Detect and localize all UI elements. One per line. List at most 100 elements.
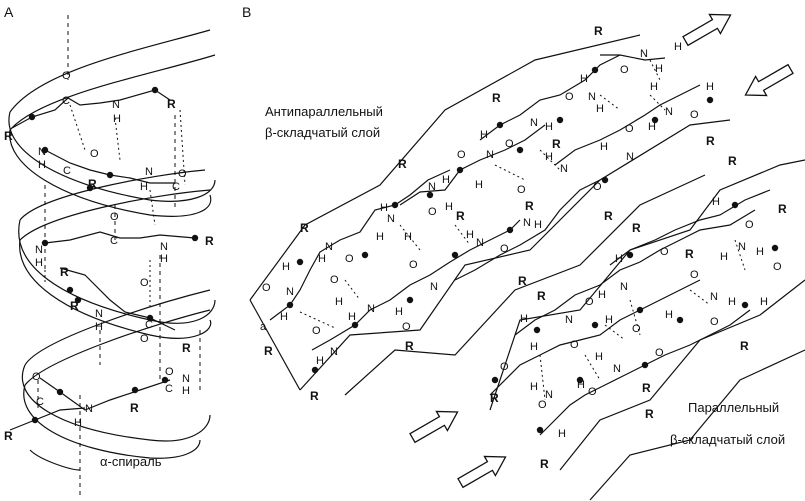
arrow-up-right-icon (457, 455, 507, 489)
atom-h: H (38, 159, 46, 171)
r-group: R (456, 209, 465, 223)
atom-h: H (376, 231, 384, 243)
atom-h: H (113, 113, 121, 125)
atom-h: H (577, 379, 585, 391)
helix-alpha-carbons (28, 86, 199, 424)
atom-n: N (560, 163, 568, 175)
atom-h: H (648, 121, 656, 133)
atom-n: N (588, 91, 596, 103)
r-group: R (537, 289, 546, 303)
atom-h: H (720, 251, 728, 263)
atom-n: N (476, 237, 484, 249)
atom-n: N (626, 151, 634, 163)
atom-o: O (625, 123, 634, 135)
atom-h: H (380, 202, 388, 214)
atom-c: C (172, 181, 180, 193)
atom-n: N (38, 146, 46, 158)
atom-n: N (35, 244, 43, 256)
r-group: R (552, 137, 561, 151)
helix-axis-dashed-lines (37, 15, 201, 498)
atom-n: N (286, 286, 294, 298)
atom-o: O (409, 259, 418, 271)
r-group: R (88, 177, 97, 191)
atom-n: N (387, 213, 395, 225)
panel-a-alpha-helix: A (4, 4, 216, 498)
atom-o: O (660, 246, 669, 258)
atom-o: O (593, 181, 602, 193)
atom-c: C (36, 396, 44, 408)
atom-o: O (632, 323, 641, 335)
atom-n: N (85, 403, 93, 415)
antiparallel-label-line2: β-складчатый слой (265, 125, 380, 140)
atom-n: N (325, 241, 333, 253)
atom-h: H (558, 428, 566, 440)
sheet-alpha-carbons (286, 66, 779, 434)
r-group: R (405, 339, 414, 353)
atom-h: H (580, 73, 588, 85)
atom-n: N (613, 363, 621, 375)
r-group: R (167, 97, 176, 111)
atom-o: O (745, 219, 754, 231)
parallel-backbone-bonds (489, 189, 771, 436)
atom-h: H (160, 253, 168, 265)
atom-h: H (182, 385, 190, 397)
atom-n: N (545, 389, 553, 401)
atom-h: H (282, 261, 290, 273)
atom-n: N (486, 149, 494, 161)
alpha-carbon-mark: a (260, 321, 267, 333)
atom-o: O (538, 399, 547, 411)
atom-h: H (595, 351, 603, 363)
atom-o: O (500, 243, 509, 255)
atom-o: O (345, 253, 354, 265)
atom-o: O (110, 211, 119, 223)
atom-c: C (62, 95, 70, 107)
atom-n: N (428, 181, 436, 193)
r-group: R (70, 299, 79, 313)
sheet-hydrogen-bonds (299, 59, 746, 401)
arrow-down-left-icon (744, 63, 794, 97)
r-group: R (4, 129, 13, 143)
atom-o: O (457, 149, 466, 161)
atom-o: O (500, 361, 509, 373)
atom-h: H (712, 196, 720, 208)
atom-o: O (565, 91, 574, 103)
r-group: R (525, 199, 534, 213)
atom-h: H (520, 313, 528, 325)
atom-o: O (165, 366, 174, 378)
atom-n: N (620, 281, 628, 293)
antiparallel-sheet-outline (249, 34, 731, 396)
atom-n: N (530, 117, 538, 129)
antiparallel-backbone-bonds (269, 54, 701, 351)
atom-h: H (466, 229, 474, 241)
atom-o: O (655, 347, 664, 359)
atom-c: C (165, 383, 173, 395)
r-group: R (492, 91, 501, 105)
atom-o: O (773, 261, 782, 273)
atom-o: O (588, 386, 597, 398)
r-group: R (604, 209, 613, 223)
atom-o: O (262, 282, 271, 294)
atom-n: N (145, 166, 153, 178)
strand-direction-arrows (409, 13, 794, 489)
atom-n: N (738, 241, 746, 253)
r-group: R (300, 221, 309, 235)
r-group: R (130, 401, 139, 415)
atom-h: H (655, 63, 663, 75)
atom-n: N (665, 106, 673, 118)
atom-h: H (760, 296, 768, 308)
atom-h: H (530, 341, 538, 353)
panel-b-beta-sheets: B (242, 4, 805, 501)
r-group: R (645, 407, 654, 421)
atom-n: N (160, 241, 168, 253)
atom-c: C (110, 235, 118, 247)
atom-h: H (442, 174, 450, 186)
atom-o: O (330, 274, 339, 286)
atom-h: H (445, 201, 453, 213)
r-group: R (310, 389, 319, 403)
atom-h: H (404, 231, 412, 243)
atom-h: H (600, 141, 608, 153)
atom-h: H (480, 129, 488, 141)
atom-o: O (710, 316, 719, 328)
atom-o: O (428, 206, 437, 218)
atom-o: O (402, 321, 411, 333)
